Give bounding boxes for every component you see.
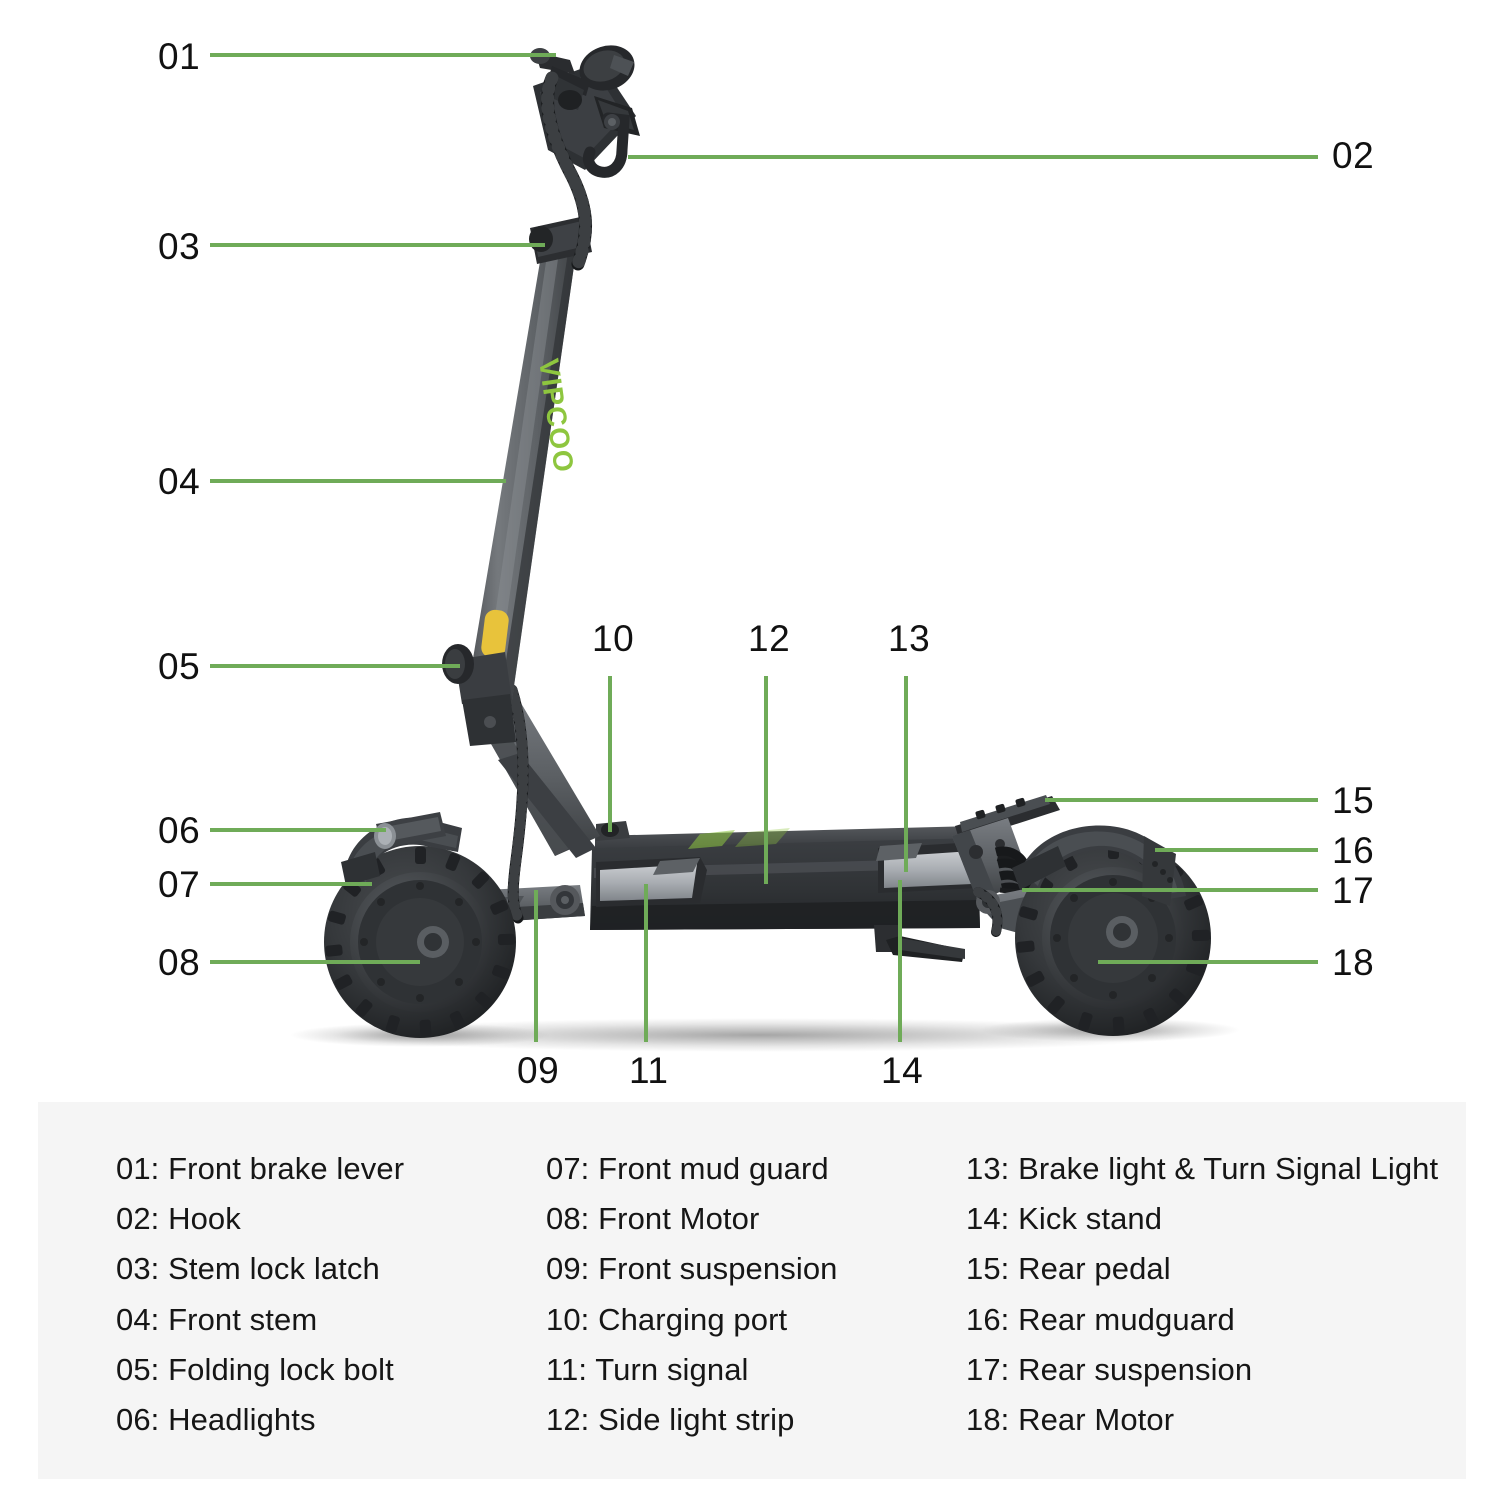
legend-item-18: 18: Rear Motor	[966, 1402, 1175, 1438]
legend-panel: 01: Front brake lever 02: Hook 03: Stem …	[38, 1102, 1466, 1479]
callout-number-02: 02	[1332, 135, 1375, 176]
cockpit-assembly	[530, 45, 640, 271]
legend-item-03: 03: Stem lock latch	[116, 1251, 380, 1287]
legend-item-04: 04: Front stem	[116, 1301, 318, 1337]
rear-mudguard-lip	[1012, 846, 1066, 890]
callout-number-17: 17	[1332, 870, 1375, 911]
legend-item-02: 02: Hook	[116, 1201, 241, 1237]
callout-number-10: 10	[592, 618, 635, 659]
callout-number-01: 01	[158, 36, 201, 77]
callout-number-12: 12	[748, 618, 791, 659]
deck-graphic-2	[735, 828, 790, 847]
callout-number-05: 05	[158, 646, 201, 687]
legend-item-12: 12: Side light strip	[546, 1402, 795, 1438]
legend-item-11: 11: Turn signal	[546, 1351, 749, 1387]
legend-item-08: 08: Front Motor	[546, 1201, 760, 1237]
callout-number-03: 03	[158, 226, 201, 267]
legend-item-15: 15: Rear pedal	[966, 1251, 1171, 1287]
headlights	[374, 812, 446, 849]
legend-item-16: 16: Rear mudguard	[966, 1301, 1235, 1337]
callout-number-07: 07	[158, 864, 201, 905]
deck-graphic	[688, 830, 735, 849]
callout-number-06: 06	[158, 810, 201, 851]
hook	[583, 112, 630, 178]
scooter-illustration: VIPCOO	[290, 45, 1240, 1052]
legend-item-07: 07: Front mud guard	[546, 1151, 829, 1186]
callout-number-08: 08	[158, 942, 201, 983]
rear-frame	[952, 818, 1030, 902]
kick-stand	[874, 925, 965, 962]
ground-shadow	[330, 1018, 1190, 1052]
stem-dark-edge	[500, 224, 580, 700]
mudguard-lip	[341, 852, 380, 886]
callout-number-14: 14	[881, 1050, 924, 1091]
front-light-strip	[596, 857, 707, 907]
leader-lines	[210, 53, 1318, 1042]
legend-column-2: 07: Front mud guard 08: Front Motor 09: …	[546, 1144, 966, 1445]
deck-assembly	[590, 821, 980, 930]
callout-number-16: 16	[1332, 830, 1375, 871]
deck-lower-shade	[590, 900, 980, 930]
legend-column-3: 13: Brake light & Turn Signal Light 14: …	[966, 1144, 1500, 1445]
legend-item-05: 05: Folding lock bolt	[116, 1351, 394, 1387]
callout-number-11: 11	[629, 1050, 669, 1091]
stem-reflector	[481, 609, 509, 659]
stem-tube	[466, 224, 580, 700]
callout-number-18: 18	[1332, 942, 1375, 983]
callout-number-15: 15	[1332, 780, 1375, 821]
legend-item-14: 14: Kick stand	[966, 1201, 1163, 1237]
legend-item-10: 10: Charging port	[546, 1301, 788, 1337]
legend-item-09: 09: Front suspension	[546, 1251, 838, 1287]
legend-item-13: 13: Brake light & Turn Signal Light	[966, 1151, 1439, 1186]
legend-item-17: 17: Rear suspension	[966, 1351, 1253, 1387]
callout-number-13: 13	[888, 618, 931, 659]
scooter-diagram: VIPCOO	[158, 36, 1375, 1091]
stem-highlight	[483, 231, 562, 699]
callout-number-04: 04	[158, 461, 201, 502]
callout-number-09: 09	[517, 1050, 560, 1091]
legend-item-06: 06: Headlights	[116, 1402, 316, 1438]
legend-item-01: 01: Front brake lever	[116, 1151, 405, 1186]
rear-mudguard	[1012, 825, 1186, 906]
folding-lock-bolt	[442, 644, 516, 746]
legend-column-1: 01: Front brake lever 02: Hook 03: Stem …	[116, 1144, 546, 1445]
